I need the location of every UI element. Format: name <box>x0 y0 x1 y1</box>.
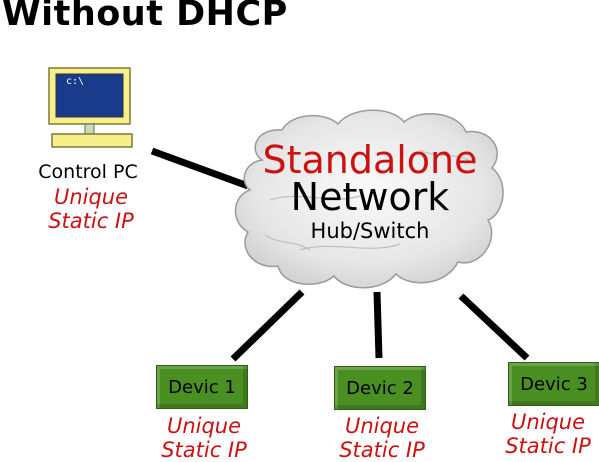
link-network-to-device-2 <box>373 291 383 359</box>
device-3-box: Devic 3 <box>508 362 599 406</box>
link-pc-to-network <box>150 147 250 190</box>
device-3-ip-line2: Static IP <box>505 434 591 458</box>
device-2-ip: Unique Static IP <box>328 414 436 462</box>
device-1-box: Devic 1 <box>156 365 248 409</box>
device-1-ip: Unique Static IP <box>150 414 258 462</box>
control-pc-ip-line1: Unique <box>53 185 129 209</box>
cloud-texture <box>264 149 476 251</box>
device-2-box: Devic 2 <box>334 366 426 410</box>
device-2-label: Devic 2 <box>346 377 414 399</box>
hub-switch-label: Hub/Switch <box>310 219 430 243</box>
page-title: Without DHCP <box>2 0 288 34</box>
control-pc-ip: Unique Static IP <box>28 185 154 233</box>
device-2-ip-line1: Unique <box>344 414 420 438</box>
device-3-ip: Unique Static IP <box>498 410 598 458</box>
device-3-ip-line1: Unique <box>510 410 586 434</box>
link-network-to-device-1 <box>230 289 305 362</box>
network-type-label: Standalone <box>262 138 478 182</box>
device-1-ip-line2: Static IP <box>161 438 247 462</box>
network-label: Network <box>290 175 450 219</box>
device-1-label: Devic 1 <box>168 376 236 398</box>
control-pc-ip-line2: Static IP <box>48 209 134 233</box>
screen-prompt: c:\ <box>66 76 85 87</box>
link-network-to-device-3 <box>458 293 530 361</box>
computer-icon <box>48 67 133 148</box>
device-1-ip-line1: Unique <box>166 414 242 438</box>
device-2-ip-line2: Static IP <box>339 438 425 462</box>
device-3-label: Devic 3 <box>520 373 588 395</box>
control-pc-label: Control PC <box>38 161 138 183</box>
